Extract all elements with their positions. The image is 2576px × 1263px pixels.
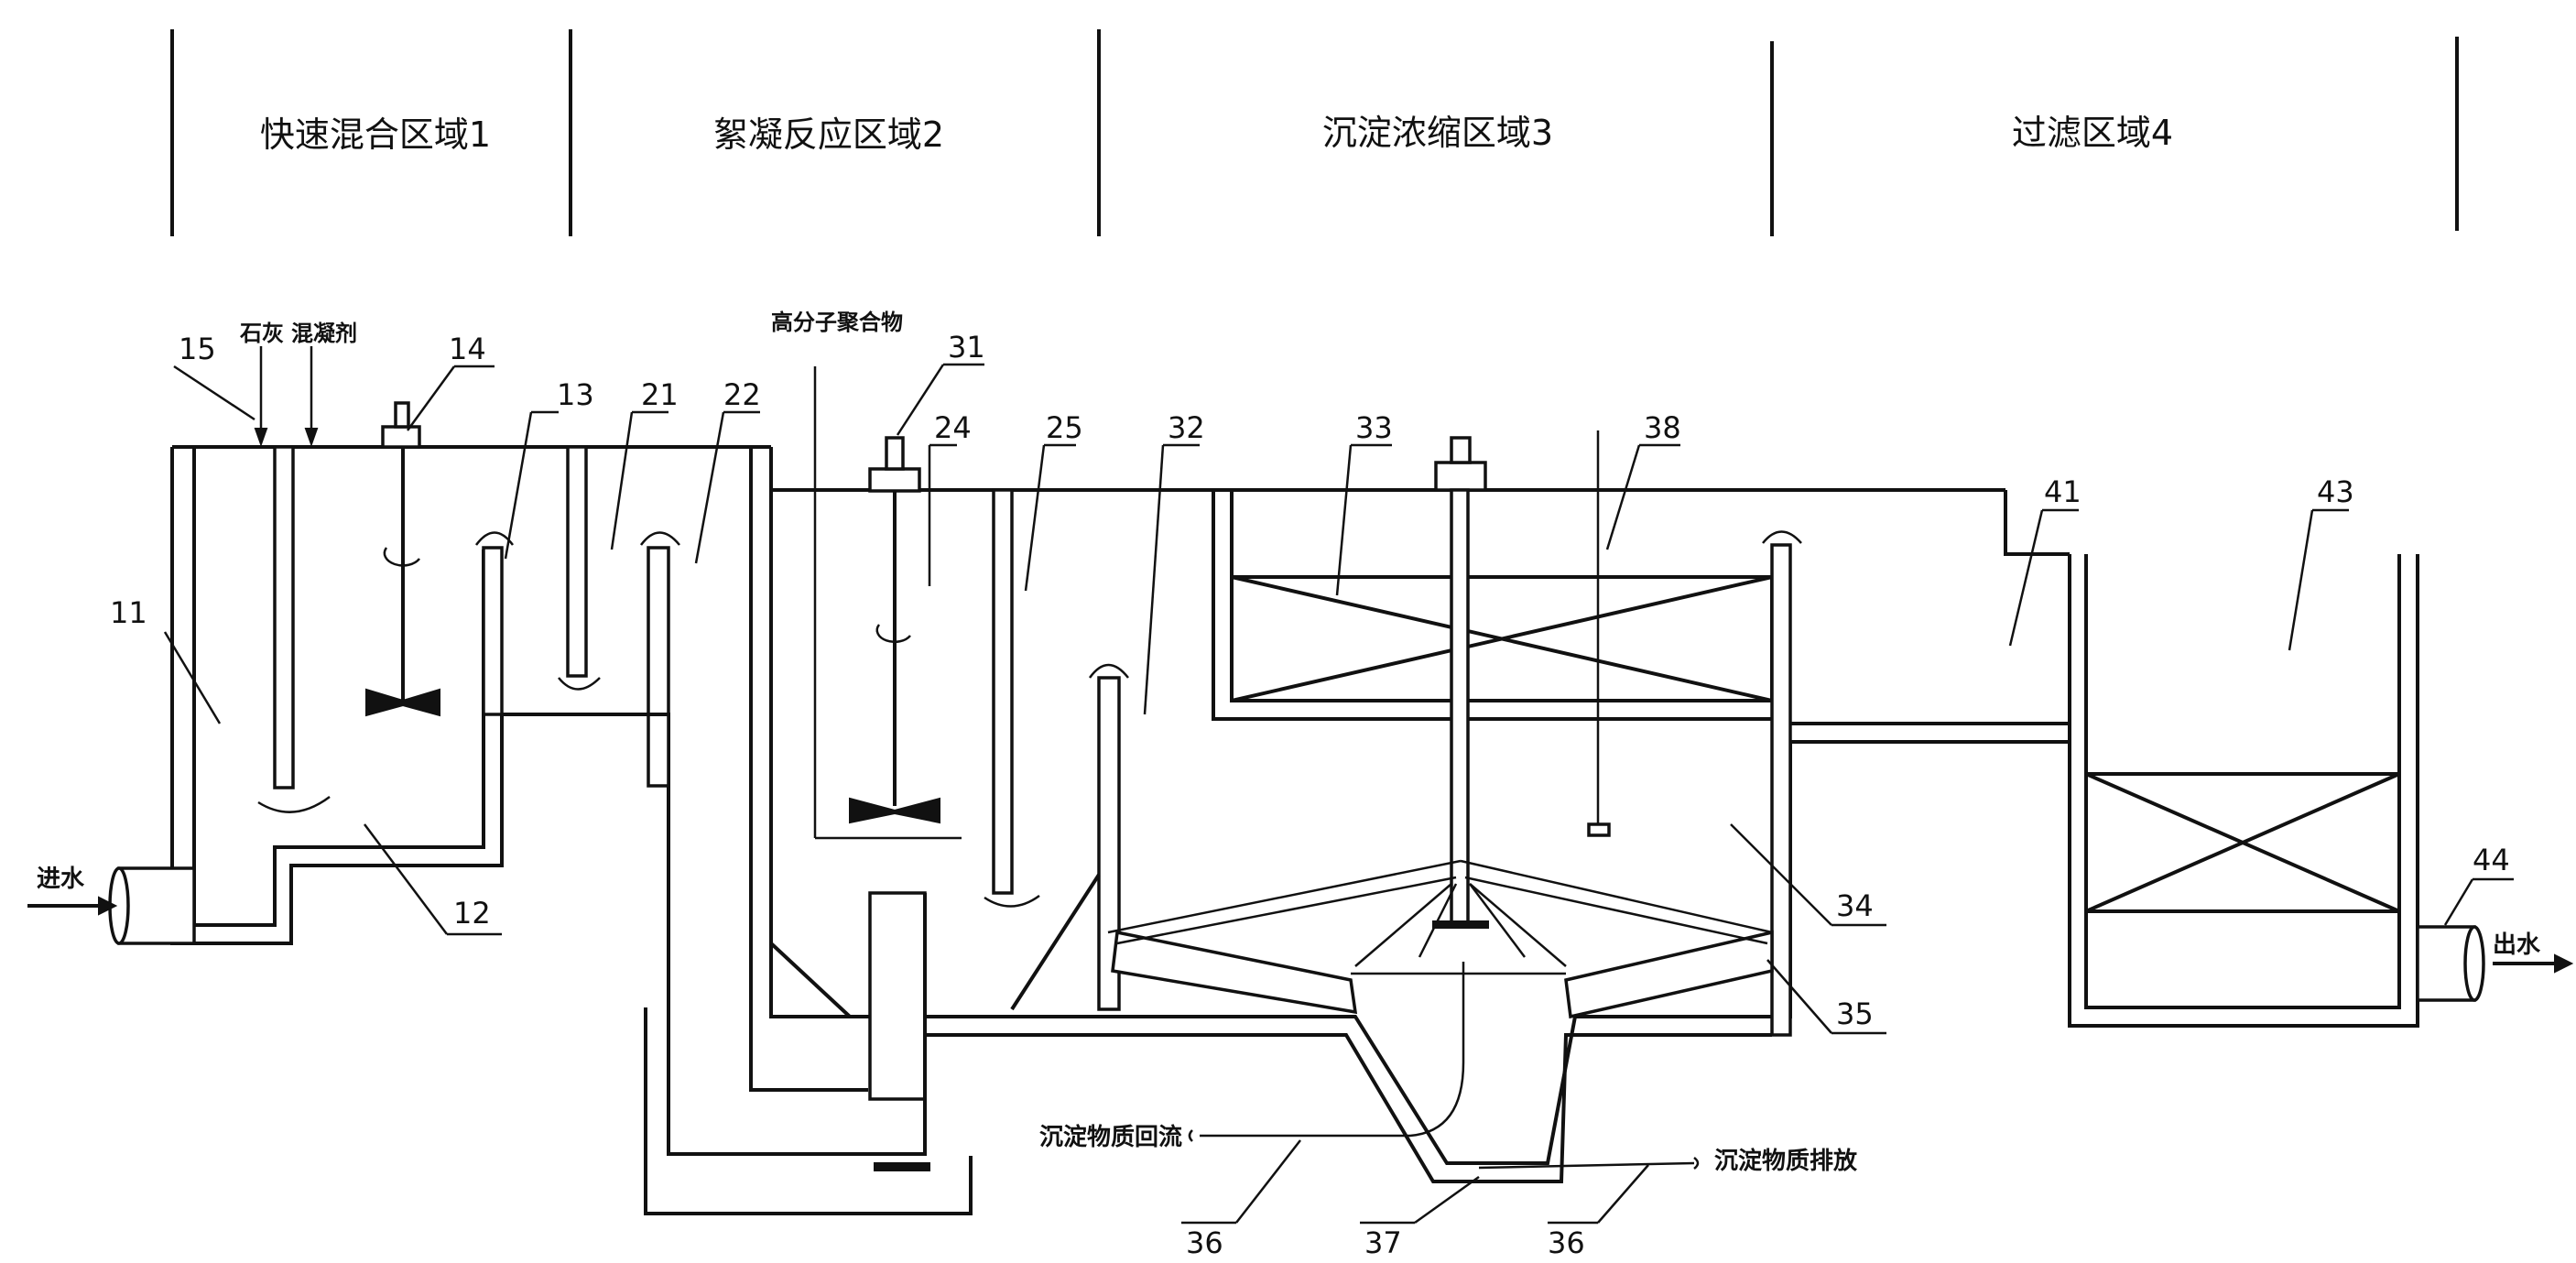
callout-33: 34 <box>1836 888 1874 923</box>
callout-15: 15 <box>179 332 216 366</box>
filter-media <box>2084 772 2401 913</box>
outlet-label: 出水 <box>2493 931 2541 959</box>
callout-31: 32 <box>1168 410 1205 445</box>
callout-13: 13 <box>557 377 594 412</box>
zone-label-flocculation: 絮凝反应区域2 <box>713 114 944 155</box>
callout-14: 14 <box>449 332 486 366</box>
callout-21: 21 <box>641 377 679 412</box>
coagulant-label: 混凝剂 <box>291 321 357 346</box>
zone-dividers <box>170 29 2459 236</box>
callout-11: 11 <box>110 595 147 630</box>
inlet-pipe <box>27 866 196 945</box>
callout-24: 25 <box>1046 410 1083 445</box>
zone-label-filtration: 过滤区域4 <box>2012 113 2173 153</box>
impeller-14 <box>365 688 440 717</box>
callout-leaders <box>163 363 2514 1225</box>
lime-label: 石灰 <box>239 321 284 346</box>
riser-pipe <box>868 891 927 1101</box>
impeller-25 <box>849 797 940 824</box>
motor-14 <box>381 425 421 449</box>
rake-right <box>1564 930 1774 1019</box>
zone-label-sedimentation: 沉淀浓缩区域3 <box>1322 113 1553 153</box>
callout-23: 24 <box>934 410 972 445</box>
callout-43: 43 <box>2317 474 2354 509</box>
filtration-tank <box>1790 490 2419 1028</box>
callout-34: 35 <box>1836 996 1874 1031</box>
motor-sedimentation <box>1434 461 1487 492</box>
callout-37: 37 <box>1364 1225 1402 1260</box>
motor-25 <box>868 467 921 493</box>
callout-35: 36 <box>1186 1225 1223 1260</box>
outlet-pipe <box>2416 925 2574 1002</box>
baffle-11 <box>273 445 295 789</box>
callout-36: 36 <box>1548 1225 1585 1260</box>
callout-32: 33 <box>1355 410 1393 445</box>
rake-left <box>1111 930 1358 1015</box>
polymer-label: 高分子聚合物 <box>771 310 903 335</box>
dosing-arrows <box>254 346 319 448</box>
callout-22: 22 <box>723 377 761 412</box>
callout-25: 31 <box>948 330 985 365</box>
flocculation-tank <box>474 366 2005 1215</box>
callout-38: 38 <box>1644 410 1681 445</box>
sludge-return-label: 沉淀物质回流 <box>1039 1123 1182 1151</box>
inlet-label: 进水 <box>37 866 85 893</box>
callout-numbers: 15 14 13 21 22 11 12 31 24 25 32 33 38 4… <box>110 330 2510 1260</box>
zone-label-rapid-mix: 快速混合区域1 <box>260 114 491 155</box>
callout-12: 12 <box>453 896 491 931</box>
sludge-discharge-label: 沉淀物质排放 <box>1714 1147 1858 1175</box>
sedimentation-tank <box>925 430 2070 1183</box>
callout-44: 44 <box>2473 843 2510 877</box>
callout-41: 41 <box>2044 474 2081 509</box>
